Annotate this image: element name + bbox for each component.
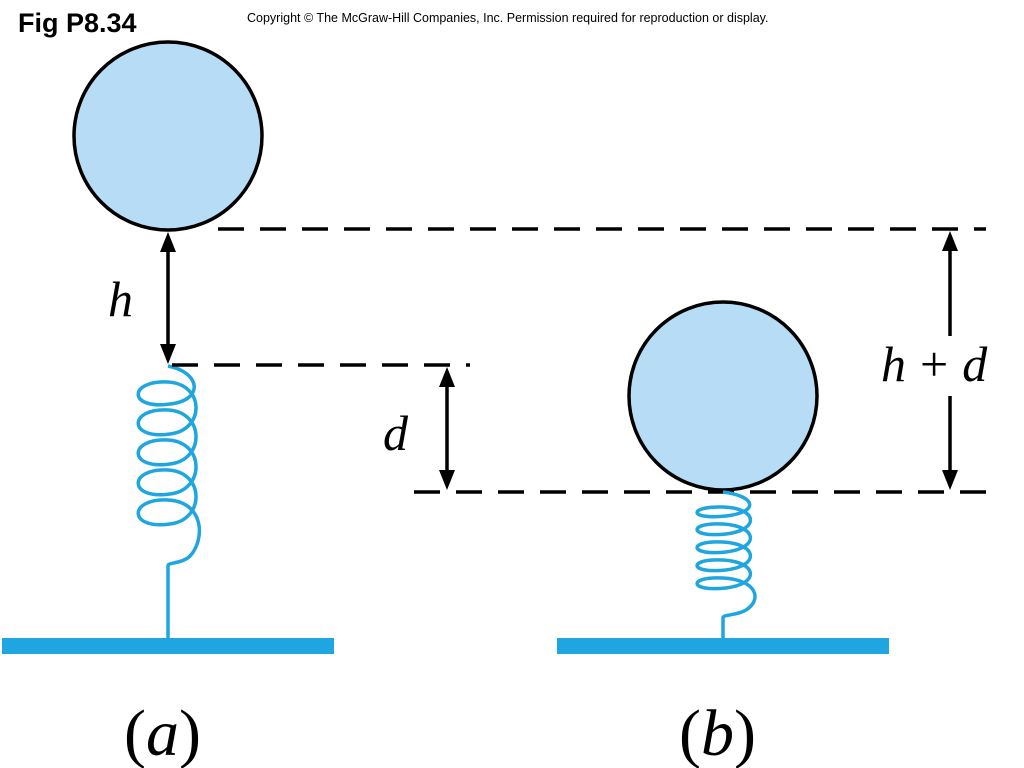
ball-a xyxy=(72,40,264,232)
arrow-up-icon xyxy=(439,367,455,387)
copyright-notice: Copyright © The McGraw-Hill Companies, I… xyxy=(247,11,769,25)
spring-a xyxy=(136,364,202,640)
panel-b-label: (b) xyxy=(679,697,756,768)
arrow-down-icon xyxy=(942,470,958,490)
label-h: h xyxy=(108,271,133,327)
ground-a xyxy=(2,638,334,654)
arrow-up-icon xyxy=(160,232,176,252)
label-d: d xyxy=(383,405,409,461)
arrow-down-icon xyxy=(439,470,455,490)
panel-b: (b) xyxy=(557,300,889,768)
arrow-up-icon xyxy=(942,231,958,251)
panel-a: h (a) xyxy=(2,40,334,768)
panel-a-label: (a) xyxy=(124,697,201,768)
figure-label: Fig P8.34 xyxy=(18,8,137,38)
arrow-down-icon xyxy=(160,344,176,364)
d-dimension: d xyxy=(383,367,455,490)
h-plus-d-dimension: h+d xyxy=(872,231,1024,490)
ball-b xyxy=(627,300,819,492)
spring-b xyxy=(695,490,757,640)
label-h-plus-d: h+d xyxy=(881,336,988,392)
ground-b xyxy=(557,638,889,654)
